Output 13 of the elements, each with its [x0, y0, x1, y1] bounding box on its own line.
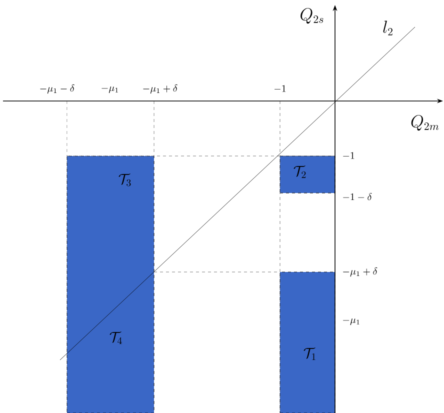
shaded-region: $\mathcal{T}_3$ $\mathcal{T}_4$: [66, 156, 154, 413]
axis-label: $-\mu_1-\delta$: [40, 84, 74, 94]
axis-label: $-\mu_1+\delta$: [343, 267, 378, 277]
axis-label: $-\mu_1$: [102, 86, 118, 94]
shaded-region: $\mathcal{T}_1$: [280, 272, 336, 413]
axis-label: $-1$: [343, 152, 354, 159]
axis-label: $Q_{2s}$: [300, 8, 324, 24]
axis-label: $-1-\delta$: [343, 192, 372, 200]
axis-label: $l_2$: [383, 20, 392, 36]
shaded-region: $\mathcal{T}_2$: [280, 156, 336, 194]
axis-label: $-\mu_1+\delta$: [143, 84, 178, 94]
axis-label: $Q_{2m}$: [411, 115, 439, 131]
axis-label: $-1$: [274, 85, 286, 92]
